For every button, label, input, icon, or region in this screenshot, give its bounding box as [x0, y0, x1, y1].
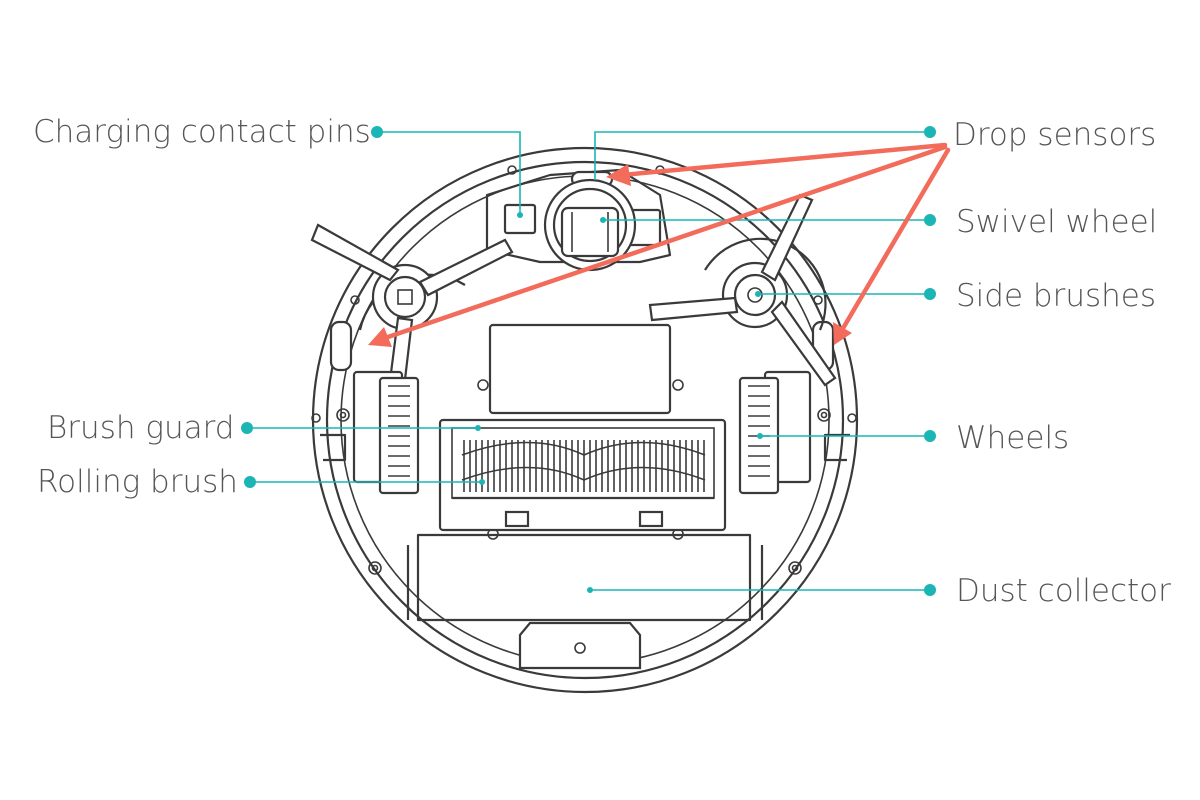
- label-brush-guard: Brush guard: [47, 410, 234, 446]
- side-brush-right: [648, 193, 837, 387]
- drop-sensor-arrows: [368, 142, 951, 347]
- arrow-left-sensor: [382, 144, 948, 341]
- arrowhead-left: [368, 327, 392, 347]
- swivel-wheel: [560, 206, 620, 258]
- rolling-brush: [461, 440, 706, 528]
- arrowhead-front: [606, 164, 631, 186]
- label-charging-contact-pins: Charging contact pins: [33, 114, 371, 150]
- label-swivel-wheel: Swivel wheel: [956, 204, 1157, 240]
- bumper-notch-right: [823, 433, 850, 462]
- battery-cover: [477, 323, 684, 415]
- label-dust-collector: Dust collector: [956, 573, 1171, 609]
- leader-lines: [241, 126, 936, 596]
- bumper-ring: [325, 160, 845, 680]
- wheel-right: [738, 370, 812, 495]
- dust-collector: [416, 533, 752, 670]
- leader-drop-sensors: [594, 131, 930, 180]
- wheel-left: [352, 370, 420, 495]
- leader-charging-pins: [377, 131, 521, 215]
- arrow-front-sensor: [619, 142, 948, 178]
- label-rolling-brush: Rolling brush: [37, 464, 238, 500]
- dust-collector-latch: [518, 621, 642, 670]
- label-drop-sensors: Drop sensors: [953, 117, 1156, 153]
- label-side-brushes: Side brushes: [956, 278, 1156, 314]
- side-slot-left: [329, 320, 353, 372]
- label-wheels: Wheels: [956, 420, 1069, 456]
- robot-body: [310, 146, 859, 694]
- arrow-right-sensor: [839, 147, 951, 333]
- labels: Charging contact pins Drop sensors Swive…: [33, 114, 1171, 609]
- bumper-notch-left: [320, 433, 347, 462]
- arrowhead-right: [833, 322, 852, 345]
